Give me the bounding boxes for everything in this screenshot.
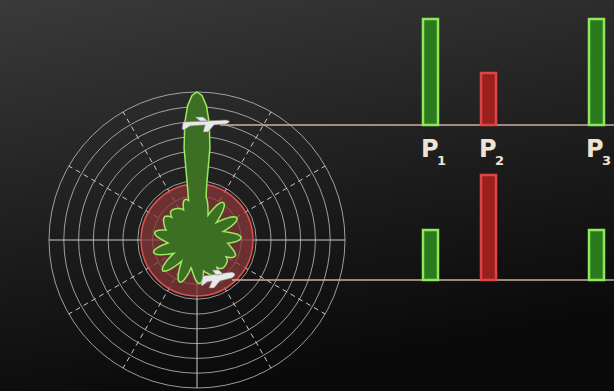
pulse-label: P	[586, 137, 604, 161]
pulse-subscript: 1	[437, 154, 446, 167]
pulse-subscript: 3	[602, 154, 611, 167]
grid-ring	[49, 92, 345, 388]
pulse-subscript: 2	[495, 154, 504, 167]
pulse-label: P	[421, 137, 439, 161]
polar-grid	[49, 92, 345, 388]
aircraft-icon	[182, 117, 230, 132]
antenna-pattern	[154, 92, 241, 283]
pulse-label: P	[479, 137, 497, 161]
pulses	[423, 19, 604, 280]
aircraft-icon	[201, 270, 235, 288]
signal-line	[220, 124, 614, 126]
